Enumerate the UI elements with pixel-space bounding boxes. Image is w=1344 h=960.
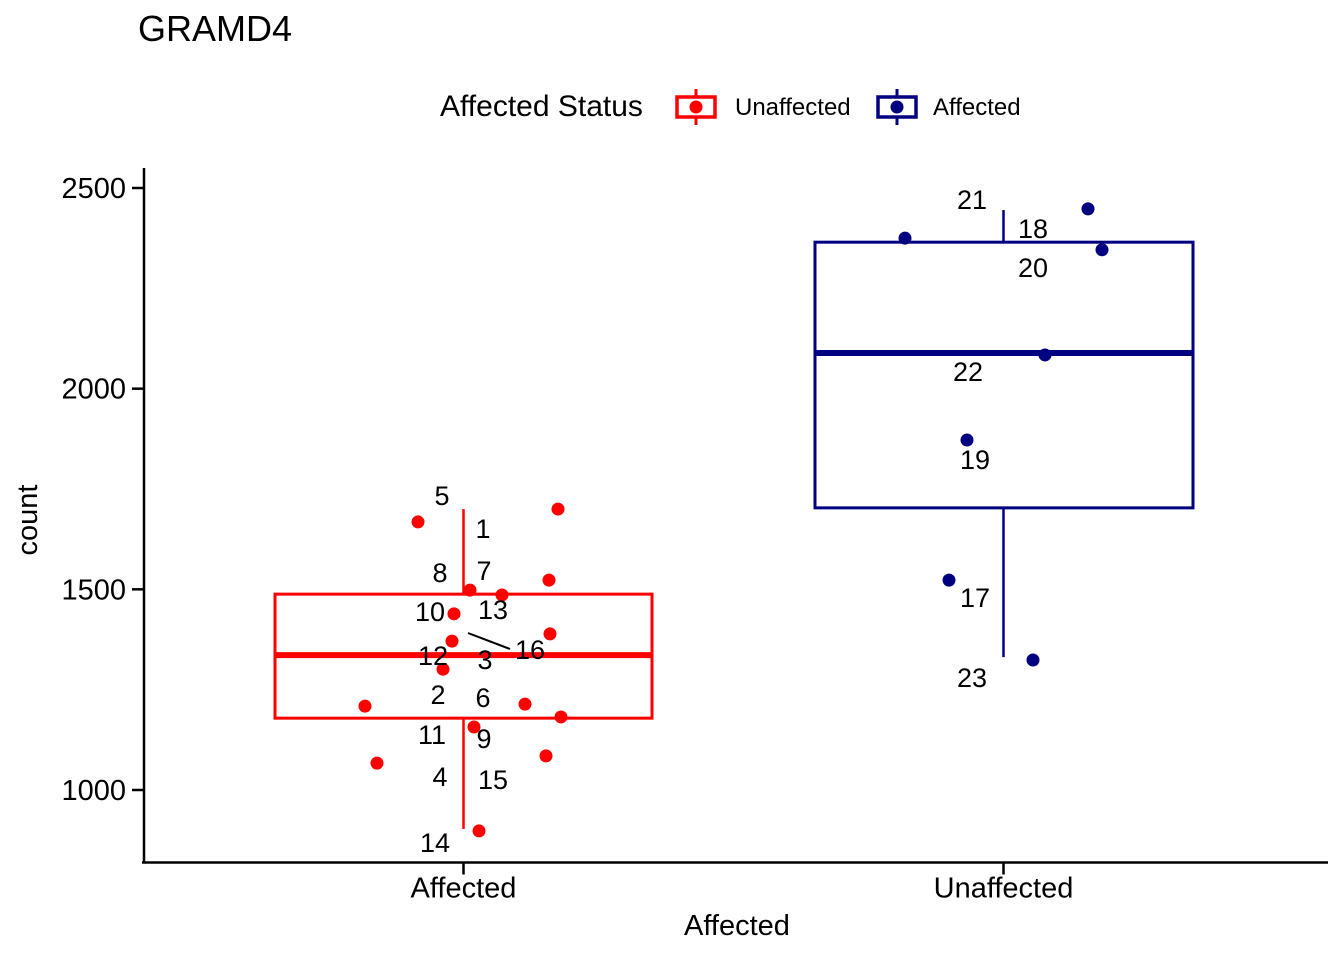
point-label: 20 xyxy=(1018,253,1048,283)
point-label: 3 xyxy=(477,645,492,675)
x-tick-label: Affected xyxy=(411,873,517,905)
data-point xyxy=(539,749,553,763)
data-point xyxy=(495,588,509,602)
legend-key-affected-boxplot-icon xyxy=(876,89,918,125)
data-point xyxy=(543,627,557,641)
point-label: 14 xyxy=(420,828,450,858)
point-label: 5 xyxy=(434,481,449,511)
point-label: 11 xyxy=(418,720,446,750)
point-label: 10 xyxy=(415,597,445,627)
data-point xyxy=(411,515,425,529)
point-label: 23 xyxy=(957,663,987,693)
box-unaffected xyxy=(813,240,1195,510)
data-point xyxy=(445,634,459,648)
data-point xyxy=(472,824,486,838)
data-point xyxy=(554,710,568,724)
legend-title: Affected Status xyxy=(440,90,643,123)
data-point xyxy=(1095,243,1109,257)
data-point xyxy=(436,662,450,676)
data-point xyxy=(467,720,481,734)
point-label: 21 xyxy=(957,185,987,215)
y-tick-label: 2000 xyxy=(61,374,126,406)
data-point xyxy=(370,756,384,770)
data-point xyxy=(447,607,461,621)
point-label: 6 xyxy=(475,683,490,713)
x-axis-title: Affected xyxy=(684,910,790,942)
data-point xyxy=(358,699,372,713)
point-label: 17 xyxy=(960,583,990,613)
point-label: 8 xyxy=(432,558,447,588)
data-point xyxy=(1038,348,1052,362)
point-label: 18 xyxy=(1018,214,1048,244)
data-point xyxy=(518,697,532,711)
legend-item-unaffected: Unaffected xyxy=(735,94,851,121)
point-label: 12 xyxy=(418,641,448,671)
legend-item-affected: Affected xyxy=(933,94,1021,121)
point-label: 2 xyxy=(430,680,445,710)
data-point xyxy=(960,433,974,447)
legend-key-unaffected-boxplot-icon xyxy=(675,89,717,125)
point-label: 13 xyxy=(478,595,508,625)
point-label: 1 xyxy=(475,514,490,544)
y-tick-label: 1500 xyxy=(61,574,126,606)
point-label: 15 xyxy=(478,765,508,795)
point-label: 7 xyxy=(476,556,491,586)
data-point xyxy=(898,231,912,245)
point-label: 22 xyxy=(953,357,983,387)
data-point xyxy=(1026,653,1040,667)
data-point xyxy=(542,573,556,587)
data-point xyxy=(551,502,565,516)
data-point xyxy=(942,573,956,587)
point-label: 4 xyxy=(432,762,447,792)
label-connector-line xyxy=(467,632,511,650)
data-point xyxy=(1081,202,1095,216)
chart-title: GRAMD4 xyxy=(138,8,293,49)
x-tick-label: Unaffected xyxy=(934,873,1074,905)
point-label: 19 xyxy=(960,445,990,475)
data-point xyxy=(463,583,477,597)
point-label: 9 xyxy=(476,724,491,754)
y-tick-label: 2500 xyxy=(61,173,126,205)
point-label: 16 xyxy=(515,635,545,665)
y-axis-title: count xyxy=(12,484,44,556)
y-tick-label: 1000 xyxy=(61,775,126,807)
